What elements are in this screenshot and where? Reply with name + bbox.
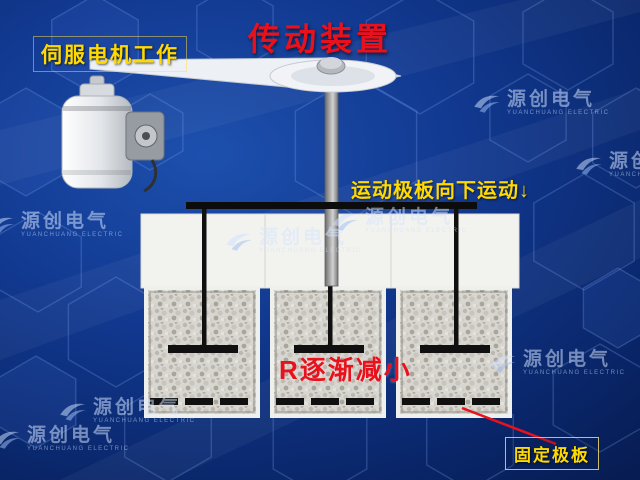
label-servo-motor-working: 伺服电机工作 — [33, 36, 187, 72]
moving-plate-crossbar — [186, 202, 477, 209]
servo-motor — [61, 75, 165, 193]
hexagon-decor — [533, 173, 635, 291]
hexagon-decor — [592, 87, 640, 189]
fixed-plate-pointer-line — [461, 406, 557, 446]
transmission-disc — [269, 57, 397, 93]
moving-plate-electrodes — [168, 345, 490, 353]
label-resistance-decreasing: R逐渐减小 — [279, 355, 412, 385]
label-fixed-plate: 固定极板 — [505, 437, 599, 470]
fixed-plate-electrodes — [150, 398, 500, 405]
hexagon-decor — [0, 355, 77, 449]
hexagon-decor — [365, 0, 475, 115]
drive-shaft — [324, 77, 339, 287]
hexagon-decor — [0, 211, 83, 313]
hexagon-decor — [552, 343, 640, 453]
label-moving-plate-downward: 运动极板向下运动↓ — [351, 180, 530, 202]
moving-plate-rods — [202, 205, 459, 351]
hexagon-decor — [582, 267, 640, 349]
hexagon-decor — [522, 0, 614, 91]
title-transmission-device: 传动装置 — [247, 21, 392, 57]
